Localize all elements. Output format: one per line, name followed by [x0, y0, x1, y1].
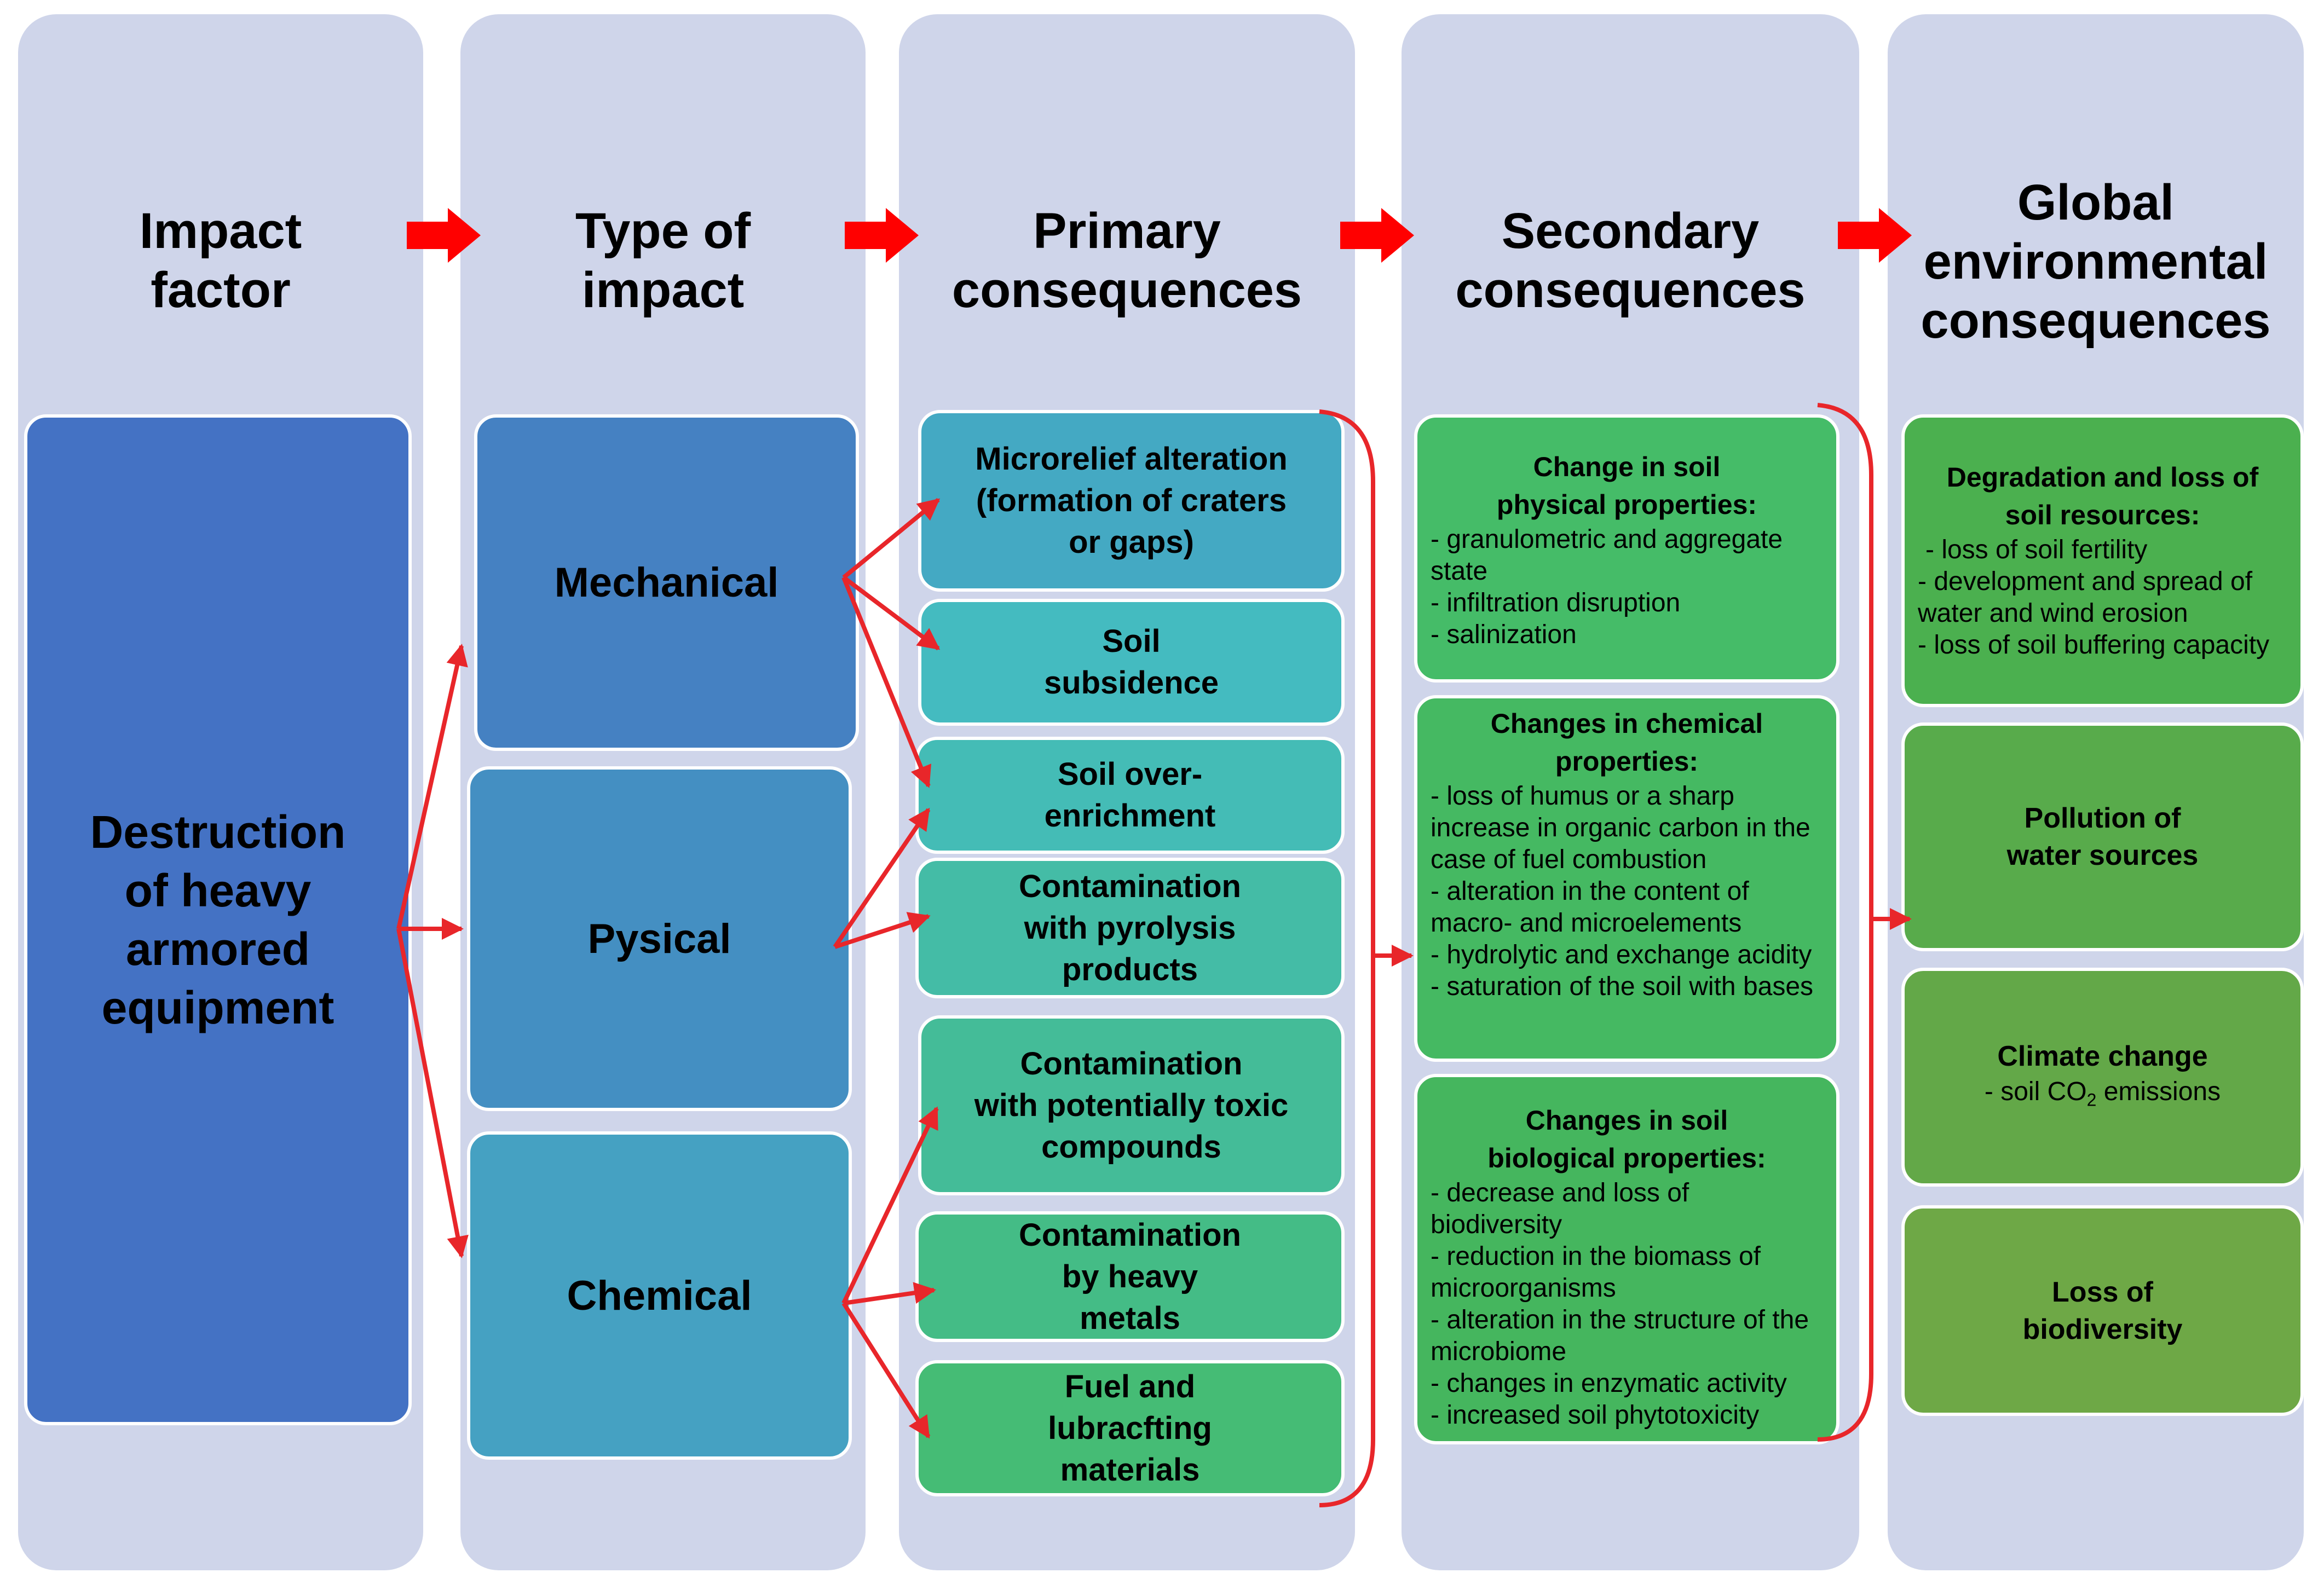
brace-secondary [1817, 403, 1873, 1442]
brace-primary [1319, 409, 1375, 1507]
secondary-biological-title: Changes in soil biological properties: [1487, 1105, 1766, 1173]
list-item: - saturation of the soil with bases [1431, 972, 1814, 1001]
secondary-physical-properties: Change in soil physical properties: - gr… [1414, 414, 1839, 683]
secondary-physical-title: Change in soil physical properties: [1496, 452, 1757, 520]
arrow-chemical-to-fuel [841, 1302, 931, 1439]
arrow-mechanical-to-microrelief [842, 498, 941, 580]
list-item: - granulometric and aggregate state [1431, 525, 1783, 586]
primary-heavy-metals-contamination: Contamination by heavy metals [915, 1211, 1345, 1342]
list-item: - reduction in the biomass of microorgan… [1431, 1242, 1761, 1303]
list-item: - infiltration disruption [1431, 588, 1681, 617]
header-arrow-1 [407, 208, 481, 263]
global-degradation-title: Degradation and loss of soil resources: [1946, 462, 2259, 530]
global-biodiversity-loss: Loss of biodiversity [1901, 1205, 2304, 1416]
list-item: - development and spread of water and wi… [1918, 567, 2253, 628]
column-title-type-of-impact: Type of impact [575, 203, 751, 318]
global-climate-title: Climate change [1997, 1040, 2208, 1072]
header-arrow-2 [845, 208, 919, 263]
primary-soil-subsidence: Soil subsidence [918, 599, 1345, 726]
secondary-biological-properties: Changes in soil biological properties: -… [1414, 1074, 1839, 1444]
arrow-physical-to-over-enrichment [833, 807, 931, 949]
list-item: - alteration in the structure of the mic… [1431, 1305, 1809, 1366]
list-item: - hydrolytic and exchange acidity [1431, 940, 1812, 969]
column-title-secondary-consequences: Secondary consequences [1455, 203, 1806, 318]
primary-pyrolysis-contamination: Contamination with pyrolysis products [915, 858, 1345, 998]
arrow-physical-to-pyrolysis [834, 912, 931, 949]
list-item: - loss of humus or a sharp increase in o… [1431, 782, 1810, 874]
arrow-chemical-to-toxic [841, 1106, 939, 1304]
header-arrow-4 [1838, 208, 1912, 263]
arrow-mechanical-to-over-enrichment [841, 576, 931, 788]
arrow-factor-to-chemical [396, 928, 469, 1258]
arrow-mechanical-to-subsidence [842, 575, 941, 651]
arrow-factor-to-mechanical [396, 644, 468, 929]
column-title-global-consequences: Global environmental consequences [1921, 175, 2271, 349]
list-item: - loss of soil buffering capacity [1918, 631, 2270, 660]
global-climate-item: - soil CO2 emissions [1984, 1077, 2221, 1110]
impact-type-chemical: Chemical [467, 1131, 852, 1460]
global-climate-change: Climate change - soil CO2 emissions [1901, 968, 2304, 1187]
header-arrow-3 [1340, 208, 1414, 263]
global-soil-degradation: Degradation and loss of soil resources: … [1901, 414, 2304, 707]
primary-fuel-lubricants: Fuel and lubracfting materials [915, 1360, 1345, 1496]
impact-type-mechanical: Mechanical [474, 414, 859, 751]
list-item: - changes in enzymatic activity [1431, 1369, 1787, 1398]
column-title-primary-consequences: Primary consequences [951, 203, 1302, 318]
secondary-chemical-properties: Changes in chemical properties: - loss o… [1414, 695, 1839, 1062]
list-item: - increased soil phytotoxicity [1431, 1401, 1760, 1430]
global-water-pollution: Pollution of water sources [1901, 722, 2304, 951]
column-title-impact-factor: Impact factor [139, 203, 302, 318]
arrow-chemical-to-heavy-metals [843, 1282, 936, 1305]
impact-type-physical: Pysical [467, 766, 852, 1111]
list-item: - salinization [1431, 620, 1577, 649]
list-item: - decrease and loss of biodiversity [1431, 1178, 1689, 1239]
secondary-chemical-title: Changes in chemical properties: [1490, 708, 1763, 777]
primary-toxic-compounds-contamination: Contamination with potentially toxic com… [918, 1015, 1345, 1195]
list-item: - alteration in the content of macro- an… [1431, 877, 1749, 938]
impact-factor-box: Destruction of heavy armored equipment [24, 414, 412, 1425]
list-item: - loss of soil fertility [1925, 535, 2148, 564]
primary-soil-over-enrichment: Soil over- enrichment [915, 737, 1345, 854]
